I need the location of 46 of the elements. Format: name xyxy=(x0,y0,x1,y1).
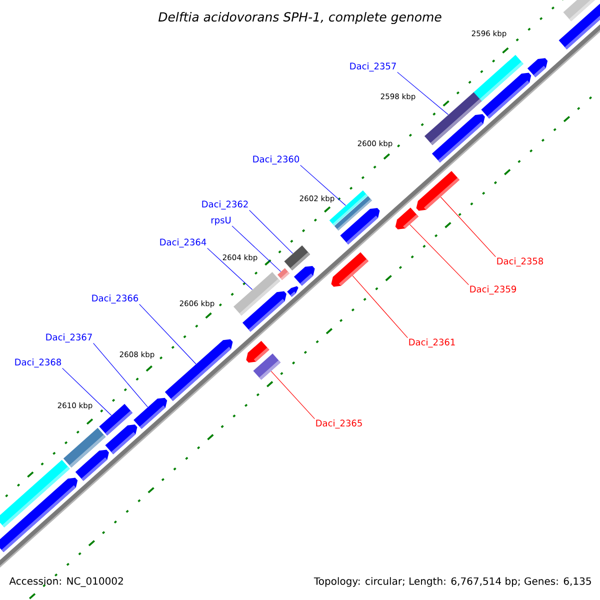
gene-label: rpsU xyxy=(211,216,231,226)
leader-line xyxy=(93,342,148,408)
gene-block xyxy=(0,478,78,552)
title: Delftia acidovorans SPH-1, complete genome xyxy=(158,12,442,24)
gene-label: Daci_2361 xyxy=(409,338,455,348)
gene-block xyxy=(242,291,286,332)
gene-block xyxy=(284,245,310,270)
leader-line xyxy=(139,304,196,364)
gene-label: Daci_2367 xyxy=(46,334,92,342)
gene-block xyxy=(331,252,368,287)
gene-label: Daci_2357 xyxy=(350,62,396,72)
gene-label: Daci_2362 xyxy=(202,200,248,210)
leader-line xyxy=(249,210,294,254)
leader-line xyxy=(62,368,112,416)
gene-block xyxy=(164,339,233,401)
gene-block xyxy=(416,170,460,211)
gene-label: Daci_2368 xyxy=(15,358,62,368)
gene-label: Daci_2360 xyxy=(253,156,300,164)
gene-block xyxy=(340,208,380,244)
leader-line xyxy=(232,226,282,272)
gene-block xyxy=(246,340,270,363)
leader-line xyxy=(352,275,408,338)
gene-block xyxy=(432,114,485,163)
genome-info-text: Topology: circular; Length: 6,767,514 bp; Genes: 6,135 xyxy=(314,577,591,587)
gene-label: Daci_2366 xyxy=(92,294,138,304)
gene-block xyxy=(294,266,315,286)
gene-block xyxy=(481,72,532,119)
gene-label: Daci_2365 xyxy=(316,420,362,428)
leader-line xyxy=(300,164,346,206)
gene-label: Daci_2364 xyxy=(160,238,206,248)
gene-block xyxy=(277,268,290,280)
leader-line xyxy=(440,196,496,258)
gene-block xyxy=(75,450,109,481)
accession-text: Accession: NC_010002 xyxy=(9,577,123,587)
leader-line xyxy=(207,248,253,290)
gene-block xyxy=(253,354,281,380)
gene-block xyxy=(105,424,138,454)
gene-label: Daci_2358 xyxy=(497,258,544,266)
leader-line xyxy=(410,224,469,286)
leader-line xyxy=(270,370,315,420)
gene-block xyxy=(287,286,298,297)
gene-block xyxy=(527,58,548,78)
gene-label: Daci_2359 xyxy=(470,286,516,294)
leader-line xyxy=(397,72,449,115)
gene-block xyxy=(395,208,418,230)
gene-block xyxy=(134,398,168,429)
